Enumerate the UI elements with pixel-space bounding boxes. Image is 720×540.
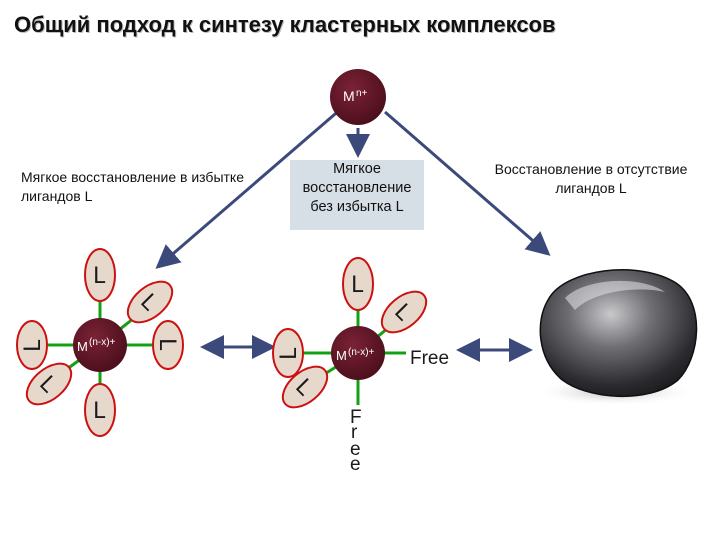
cluster-metal-charge: (n-x)+ bbox=[348, 347, 375, 358]
cluster-metal-charge: (n-x)+ bbox=[89, 337, 116, 348]
top-metal-label: M bbox=[343, 88, 355, 104]
right-branch-note: Восстановление в отсутствие лигандов L bbox=[494, 161, 688, 196]
left-branch-note: Мягкое восстановление в избытке лигандов… bbox=[21, 169, 244, 204]
ligand-blob bbox=[380, 290, 428, 334]
top-metal-node: M n+ bbox=[330, 69, 386, 125]
ligand-label: L bbox=[351, 273, 364, 298]
metal-nugget-image bbox=[533, 269, 698, 406]
top-metal-charge: n+ bbox=[356, 88, 368, 99]
cluster-metal-left bbox=[73, 318, 127, 372]
arrow-to-right bbox=[384, 110, 551, 256]
ligand-blob bbox=[281, 365, 329, 409]
ligand-label: L bbox=[93, 264, 106, 289]
ligand-blob bbox=[126, 280, 174, 324]
middle-cluster: L L L L M (n-x)+ Free F r e e bbox=[272, 257, 449, 475]
free-site-label: Free bbox=[410, 348, 449, 369]
cluster-metal-label: M bbox=[336, 348, 347, 363]
arrow-to-left bbox=[155, 106, 343, 269]
ligand-label: L bbox=[277, 347, 302, 360]
free-site-letter: e bbox=[350, 439, 361, 460]
ligand-label: L bbox=[154, 338, 179, 351]
ligand-blob bbox=[16, 320, 48, 370]
ligand-blob bbox=[342, 257, 374, 311]
ligand-blob bbox=[272, 328, 304, 378]
ligand-label: L bbox=[21, 339, 46, 352]
middle-branch-note: Мягкое восстановление без избытка L bbox=[290, 160, 424, 230]
ligand-blob bbox=[84, 383, 116, 437]
ligand-blob bbox=[84, 248, 116, 302]
free-site-letter: r bbox=[351, 422, 358, 443]
page-title: Общий подход к синтезу кластерных компле… bbox=[14, 12, 556, 37]
ligand-blob bbox=[25, 362, 73, 406]
left-cluster: L L L L L L M (n-x)+ bbox=[16, 248, 184, 437]
free-site-letter: F bbox=[350, 407, 362, 428]
ligand-blob bbox=[152, 320, 184, 370]
ligand-label: L bbox=[93, 399, 106, 424]
cluster-metal-label: M bbox=[77, 339, 88, 354]
free-site-letter: e bbox=[350, 454, 361, 475]
cluster-metal-middle bbox=[331, 326, 385, 380]
